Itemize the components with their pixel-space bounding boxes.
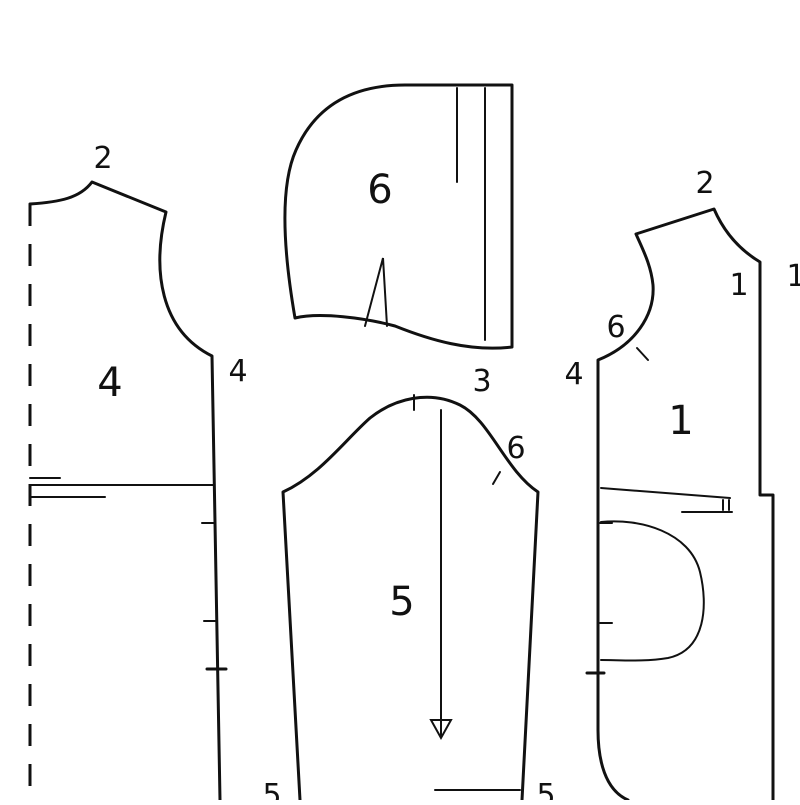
sleeve-right-hem-mark: 5 [536,778,555,800]
front-armhole-mark: 6 [606,310,625,345]
hood-piece: 6 3 [283,83,514,399]
front-armhole-notch [636,347,649,361]
hood-dart [364,257,388,327]
sleeve-outline [281,395,540,802]
front-bodice-number: 1 [668,398,693,444]
front-side-mark: 4 [564,357,583,392]
front-shoulder-mark: 2 [695,166,714,201]
back-bodice-outline [28,180,222,802]
front-neck-outer-mark: 1 [786,259,800,294]
back-bodice-piece: 4 2 4 [28,141,248,802]
sleeve-number: 5 [389,579,414,625]
front-waist-line [600,487,731,499]
sleeve-left-hem-mark: 5 [262,778,281,800]
pocket-outline [600,520,705,662]
hood-outline [283,83,514,350]
front-bodice-piece: 1 2 1 1 6 4 [564,166,800,802]
sleeve-piece: 5 6 5 5 [262,394,556,805]
grain-arrow-head [429,719,453,741]
hood-center-mark: 3 [472,364,491,399]
hood-number: 6 [367,167,392,213]
front-neck-mark: 1 [729,268,748,303]
sleeve-cap-notch-6 [492,471,501,485]
sleeve-cap-mark: 6 [506,431,525,466]
front-bodice-outline [596,207,775,802]
back-side-mark: 4 [228,354,247,389]
front-waist-tab [722,499,730,511]
back-bodice-number: 4 [97,360,122,406]
back-shoulder-mark: 2 [93,141,112,176]
